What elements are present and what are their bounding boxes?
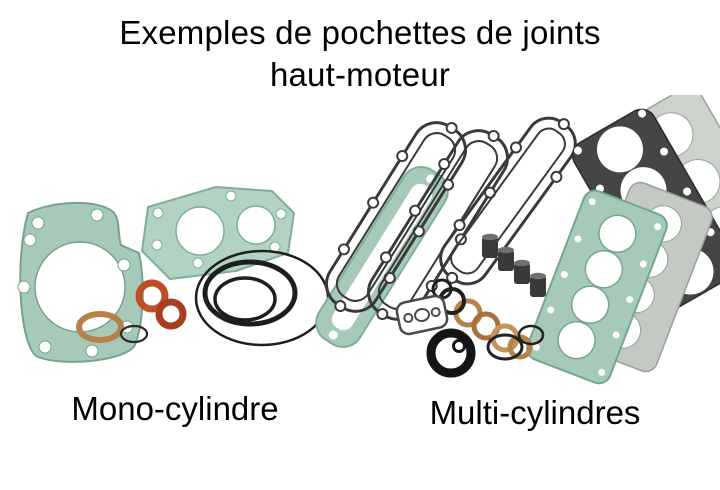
mono-head-gasket: [141, 186, 295, 280]
label-mono-cylindre: Mono-cylindre: [71, 390, 279, 427]
mono-copper-washer: [76, 311, 124, 343]
title-line-2: haut-moteur: [269, 55, 451, 93]
mono-base-gasket: [17, 202, 144, 363]
multi-head-gasket-teal: [526, 189, 668, 385]
gasket-kits-illustration: [17, 95, 720, 385]
label-multi-cylindres: Multi-cylindres: [429, 394, 641, 431]
title-line-1: Exemples de pochettes de joints: [119, 14, 601, 51]
mono-small-o-ring: [119, 324, 149, 344]
mono-o-rings: [194, 249, 330, 347]
multi-valve-seals: [482, 233, 546, 297]
mono-exhaust-rings: [135, 279, 187, 330]
multi-kit-illustration: [315, 95, 720, 385]
page-title: Exemples de pochettes de joints haut-mote…: [0, 12, 720, 95]
multi-cover-gasket-1: [325, 121, 467, 313]
multi-thin-o-rings: [486, 324, 545, 361]
multi-plate-gasket: [395, 294, 449, 336]
mono-kit-illustration: [17, 186, 330, 363]
multi-grommet: [426, 328, 476, 378]
